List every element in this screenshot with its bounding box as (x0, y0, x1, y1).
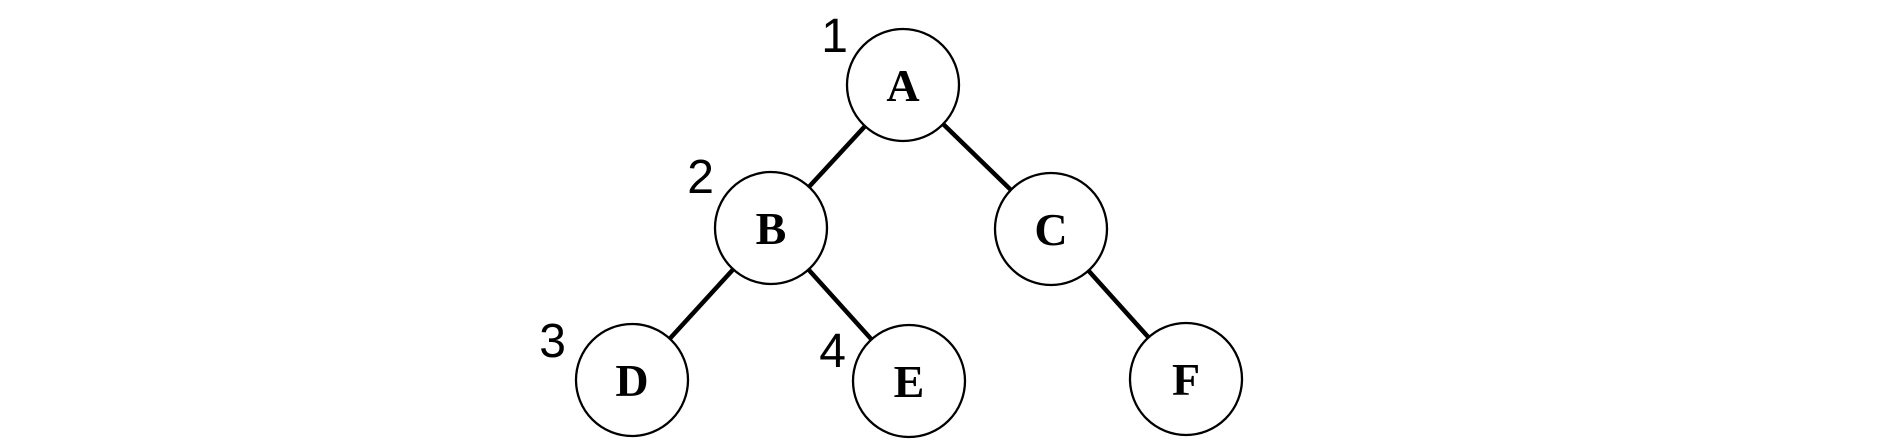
node-circle-A (845, 27, 961, 143)
traversal-order-label-1: 1 (821, 10, 848, 63)
node-circle-C (993, 171, 1109, 287)
tree-nodes-layer: A B C D E F (574, 27, 1244, 439)
node-circle-F (1128, 321, 1244, 437)
node-label-C: C (1034, 204, 1067, 255)
node-circle-E (851, 323, 967, 439)
node-label-E: E (894, 356, 925, 407)
tree-node-D: D (574, 322, 690, 438)
node-label-B: B (756, 203, 787, 254)
node-label-A: A (886, 60, 919, 111)
node-circle-B (713, 170, 829, 286)
node-label-D: D (615, 355, 648, 406)
node-circle-D (574, 322, 690, 438)
tree-node-B: B (713, 170, 829, 286)
tree-node-F: F (1128, 321, 1244, 437)
traversal-order-label-4: 4 (819, 325, 846, 378)
node-label-F: F (1172, 354, 1200, 405)
traversal-order-labels-layer: 1 2 3 4 (539, 10, 848, 378)
tree-node-A: A (845, 27, 961, 143)
tree-node-C: C (993, 171, 1109, 287)
tree-node-E: E (851, 323, 967, 439)
traversal-order-label-3: 3 (539, 315, 566, 368)
traversal-order-label-2: 2 (687, 151, 714, 204)
